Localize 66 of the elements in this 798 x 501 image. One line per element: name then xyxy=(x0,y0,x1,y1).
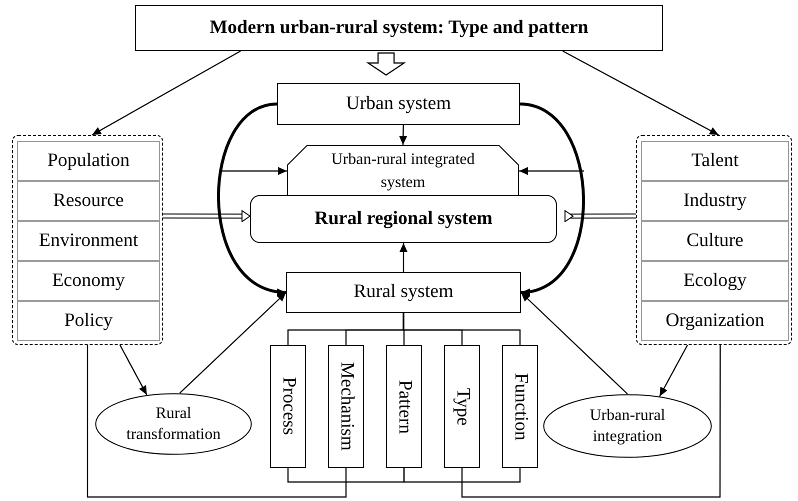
arrow xyxy=(222,167,287,175)
node-label: Rural system xyxy=(354,280,454,304)
aspect-box xyxy=(386,345,422,468)
integrated-system-shape xyxy=(287,145,519,197)
node-label: Ecology xyxy=(683,268,747,293)
node-label: Type xyxy=(451,388,474,426)
arrow xyxy=(562,50,719,136)
double-arrow xyxy=(162,210,250,222)
node-label: Environment xyxy=(38,228,138,253)
factor-group-panel xyxy=(12,135,163,345)
factor-row xyxy=(17,261,160,301)
node-label: Rural transformation xyxy=(125,404,222,445)
factor-row xyxy=(17,221,160,261)
aspect-box xyxy=(328,345,364,468)
node-label: Rural regional system xyxy=(314,206,493,231)
node-label: Policy xyxy=(64,308,113,333)
block-arrow xyxy=(366,52,406,76)
factor-row xyxy=(641,181,789,221)
node-label: Modern urban-rural system: Type and pattern xyxy=(210,16,588,40)
node-label: Talent xyxy=(691,148,739,173)
factor-row xyxy=(641,221,789,261)
process-ellipse xyxy=(543,394,712,458)
title-box xyxy=(135,5,663,51)
arrow xyxy=(400,243,408,272)
arrow xyxy=(520,292,628,394)
aspect-box xyxy=(270,345,306,468)
node-label: Function xyxy=(509,372,532,440)
factor-row xyxy=(641,141,789,181)
factor-group-panel xyxy=(636,135,792,345)
node-label: Organization xyxy=(666,308,764,333)
node-label: Pattern xyxy=(393,380,416,434)
arrow xyxy=(659,344,688,397)
factor-row xyxy=(17,141,160,181)
node-label: Industry xyxy=(683,188,747,213)
process-ellipse xyxy=(95,393,252,455)
node-label: Urban-rural integrated system xyxy=(330,150,476,193)
node-label: Process xyxy=(277,377,300,436)
node-label: Economy xyxy=(52,268,125,293)
curved-arrow xyxy=(217,102,286,295)
arrow xyxy=(519,167,584,175)
system-box xyxy=(277,83,520,125)
rounded-system-box xyxy=(250,195,557,243)
aspect-box xyxy=(444,345,480,468)
arrow xyxy=(179,292,286,394)
connector-line xyxy=(402,313,521,345)
node-label: Urban-rural integration xyxy=(588,406,666,447)
curved-arrow xyxy=(520,102,585,295)
connector-line xyxy=(86,345,347,498)
node-label: Mechanism xyxy=(335,362,358,451)
connector-line xyxy=(287,468,405,483)
arrow xyxy=(92,50,241,136)
aspect-box xyxy=(502,345,538,468)
node-label: Population xyxy=(47,148,130,173)
node-label: Resource xyxy=(53,188,124,213)
factor-row xyxy=(641,301,789,341)
factor-row xyxy=(641,261,789,301)
system-box xyxy=(286,272,521,313)
connector-line xyxy=(403,468,521,483)
node-label: Culture xyxy=(686,228,744,253)
factor-row xyxy=(17,181,160,221)
double-arrow xyxy=(564,210,636,222)
factor-row xyxy=(17,301,160,341)
arrow xyxy=(399,124,408,146)
connector-line xyxy=(461,345,721,498)
arrow xyxy=(119,344,148,396)
node-label: Urban system xyxy=(346,92,451,116)
